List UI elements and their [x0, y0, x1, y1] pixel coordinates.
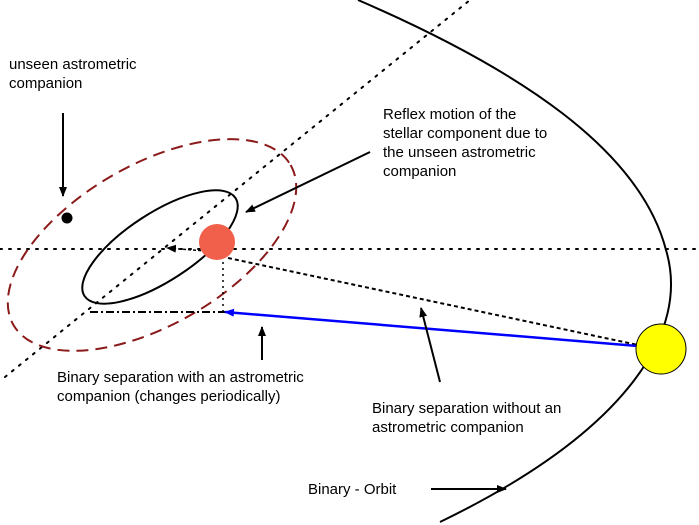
reflex-motion-label-line-3: the unseen astrometric: [383, 144, 536, 161]
binary-orbit-curve: [357, 0, 673, 523]
with-companion-label-line-1: Binary separation with an astrometric: [57, 369, 304, 386]
reflex-motion-label: Reflex motion of the stellar component d…: [383, 105, 547, 181]
binary-orbit-label-text: Binary - Orbit: [308, 481, 397, 498]
without-companion-label: Binary separation without an astrometric…: [372, 399, 561, 437]
stellar-component-disc: [199, 224, 235, 260]
reflex-motion-pointer: [245, 151, 371, 213]
companion-orbit-ellipse: [6, 138, 298, 352]
unseen-companion-label-line-1: unseen astrometric: [9, 56, 137, 73]
reflex-motion-ellipse: [81, 189, 239, 305]
unseen-companion-label: unseen astrometric companion: [9, 55, 137, 93]
without-companion-pointer: [419, 307, 441, 383]
unseen-companion-dot: [61, 212, 73, 224]
reflex-direction-arrow: [166, 244, 207, 253]
binary-star-disc: [635, 323, 687, 375]
separation-without-companion-line: [227, 257, 639, 346]
separation-with-companion-arrow: [224, 308, 639, 348]
diagonal-reference-line: [4, 0, 471, 378]
reflex-motion-label-line-4: companion: [383, 163, 457, 180]
reflex-motion-label-line-2: stellar component due to: [383, 125, 548, 142]
binary-orbit-label: Binary - Orbit: [308, 480, 396, 499]
without-companion-label-line-2: astrometric companion: [372, 419, 524, 436]
reflex-motion-label-line-1: Reflex motion of the: [383, 106, 517, 123]
with-companion-label-line-2: companion (changes periodically): [57, 388, 281, 405]
with-companion-label: Binary separation with an astrometric co…: [57, 368, 304, 406]
without-companion-label-line-1: Binary separation without an: [372, 400, 562, 417]
unseen-companion-label-line-2: companion: [9, 75, 83, 92]
